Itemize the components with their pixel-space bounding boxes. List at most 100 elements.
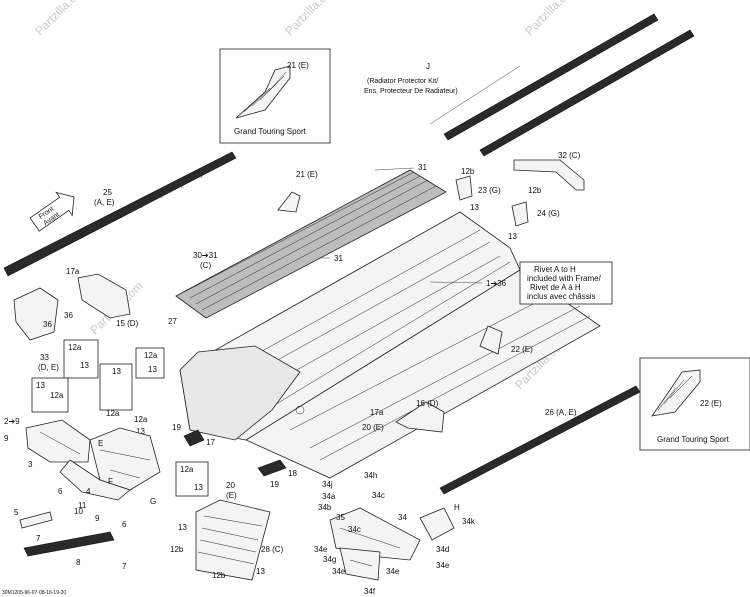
callout-12b-2: 12b: [528, 186, 542, 195]
callout-34e-3: 34e: [386, 567, 400, 576]
callout-12a-5: 12a: [134, 415, 148, 424]
frame-tunnel[interactable]: 1➔36: [179, 211, 601, 479]
bracket-22[interactable]: 22 (E): [479, 325, 533, 355]
callout-12a-3: 12a: [106, 409, 120, 418]
rivet-note: Rivet A to H included with Frame/ Rivet …: [519, 261, 613, 305]
bracket-23[interactable]: 12b 23 (G) 13: [455, 167, 501, 212]
callout-6-1: 6: [58, 487, 63, 496]
callout-26: 26 (A, E): [545, 408, 577, 417]
callout-34e-4: 34e: [436, 561, 450, 570]
callout-34d: 34d: [436, 545, 449, 554]
callout-16: 16 (D): [416, 399, 439, 408]
callout-35: 35: [336, 513, 345, 522]
callout-9-2: 9: [95, 514, 100, 523]
bracket-18[interactable]: 20 (E) 18 19: [226, 459, 297, 500]
callout-2-9: 2➔9: [4, 417, 20, 426]
callout-34a: 34a: [322, 492, 336, 501]
callout-3: 3: [28, 460, 33, 469]
callout-12b-3: 12b: [170, 545, 184, 554]
callout-11: 11: [78, 501, 87, 510]
callout-15: 15 (D): [116, 319, 139, 328]
callout-31-mid: 31: [334, 254, 343, 263]
callout-13-6: 13: [148, 365, 157, 374]
callout-24: 24 (G): [537, 209, 560, 218]
front-arrow: Front Avant: [29, 191, 75, 232]
callout-13-2: 13: [508, 232, 517, 241]
bracket-15[interactable]: 17a 36 15 (D): [64, 267, 139, 328]
heat-exchanger-panel[interactable]: 31 31 30➔31 (C) 27: [168, 163, 447, 326]
callout-7-1: 7: [36, 534, 41, 543]
front-cradle[interactable]: 2➔9 9 3 E 6 F 11 9 G 4 10 6: [4, 417, 161, 529]
callout-34h: 34h: [364, 471, 377, 480]
bracket-21[interactable]: 21 (E): [277, 170, 318, 213]
callout-30-c: (C): [200, 261, 211, 270]
cooler-28[interactable]: 13 12b 28 (C) 12b 13: [170, 499, 284, 581]
watermark-2: Partzilla.com: [282, 0, 340, 38]
bracket-24[interactable]: 12b 24 (G) 13: [508, 186, 560, 241]
callout-34b: 34b: [318, 503, 332, 512]
callout-34c-2: 34c: [348, 525, 361, 534]
callout-13-9: 13: [194, 483, 203, 492]
callout-32: 32 (C): [558, 151, 581, 160]
bracket-16[interactable]: 16 (D) 17a 20 (E): [362, 399, 445, 433]
top-inset-caption: Grand Touring Sport: [234, 127, 307, 136]
callout-12a-6: 12a: [180, 465, 194, 474]
callout-33: 33: [40, 353, 49, 362]
callout-12a-1: 12a: [68, 343, 82, 352]
callout-34j: 34j: [322, 480, 333, 489]
top-inset-label: 21 (E): [287, 61, 309, 70]
callout-28: 28 (C): [261, 545, 284, 554]
callout-27: 27: [168, 317, 177, 326]
callout-h: H: [454, 503, 460, 512]
callout-19-1: 19: [172, 423, 181, 432]
right-inset-label: 22 (E): [700, 399, 722, 408]
inset-grand-touring-top[interactable]: 21 (E) Grand Touring Sport: [219, 48, 331, 144]
callout-g: G: [150, 497, 156, 506]
rail-25[interactable]: 25 (A, E): [3, 151, 237, 277]
callout-25: 25: [103, 188, 112, 197]
callout-12b-4: 12b: [212, 571, 226, 580]
rivet-note-3: Rivet de A à H: [530, 283, 581, 292]
bottom-plates[interactable]: 5 7 8 7: [14, 508, 127, 571]
callout-9-1: 9: [4, 434, 9, 443]
callout-10: 10: [74, 507, 83, 516]
bracket-33[interactable]: 36 33 (D, E): [13, 287, 59, 372]
callout-34e-2: 34e: [332, 567, 346, 576]
callout-12b-1: 12b: [461, 167, 475, 176]
hardware-group-3[interactable]: 13 12a: [99, 363, 133, 418]
callout-j: J: [426, 62, 430, 71]
callout-34k: 34k: [462, 517, 476, 526]
rail-26[interactable]: 26 (A, E): [439, 385, 641, 495]
bracket-17[interactable]: 19 17: [172, 423, 215, 447]
right-inset-caption: Grand Touring Sport: [657, 435, 730, 444]
callout-34f: 34f: [364, 587, 376, 596]
callout-8: 8: [76, 558, 81, 567]
watermark-1: Partzilla.com: [32, 0, 90, 38]
hardware-group-2[interactable]: 13 12a: [31, 377, 69, 413]
radiator-note-2: Ens. Protecteur De Radiateur): [364, 88, 458, 95]
rivet-note-1: Rivet A to H: [534, 265, 576, 274]
hardware-group-1[interactable]: 12a 13: [63, 339, 99, 379]
radiator-protector-rails[interactable]: J (Radiator Protector Kit/ Ens. Protecte…: [364, 13, 695, 157]
bracket-32[interactable]: 32 (C): [513, 151, 585, 191]
callout-21e: 21 (E): [296, 170, 318, 179]
rear-bracket-34[interactable]: 34h 34j 34a 34c 34b 34 35 34c 34e 34g 34…: [314, 471, 476, 596]
callout-23: 23 (G): [478, 186, 501, 195]
callout-20-2e: (E): [226, 491, 237, 500]
callout-33-de: (D, E): [38, 363, 59, 372]
callout-22e: 22 (E): [511, 345, 533, 354]
hardware-group-5[interactable]: 12a 13: [175, 461, 209, 497]
rivet-note-2: included with Frame/: [527, 274, 602, 283]
callout-17a-2: 17a: [370, 408, 384, 417]
callout-36-1: 36: [43, 320, 52, 329]
callout-13-3: 13: [80, 361, 89, 370]
inset-grand-touring-right[interactable]: 22 (E) Grand Touring Sport: [639, 357, 750, 451]
callout-4: 4: [86, 487, 91, 496]
callout-34e-1: 34e: [314, 545, 328, 554]
callout-17: 17: [206, 438, 215, 447]
hardware-group-4[interactable]: 12a 13: [135, 347, 165, 379]
callout-12a-4: 12a: [144, 351, 158, 360]
rivet-note-4: inclus avec châssis: [527, 292, 595, 301]
